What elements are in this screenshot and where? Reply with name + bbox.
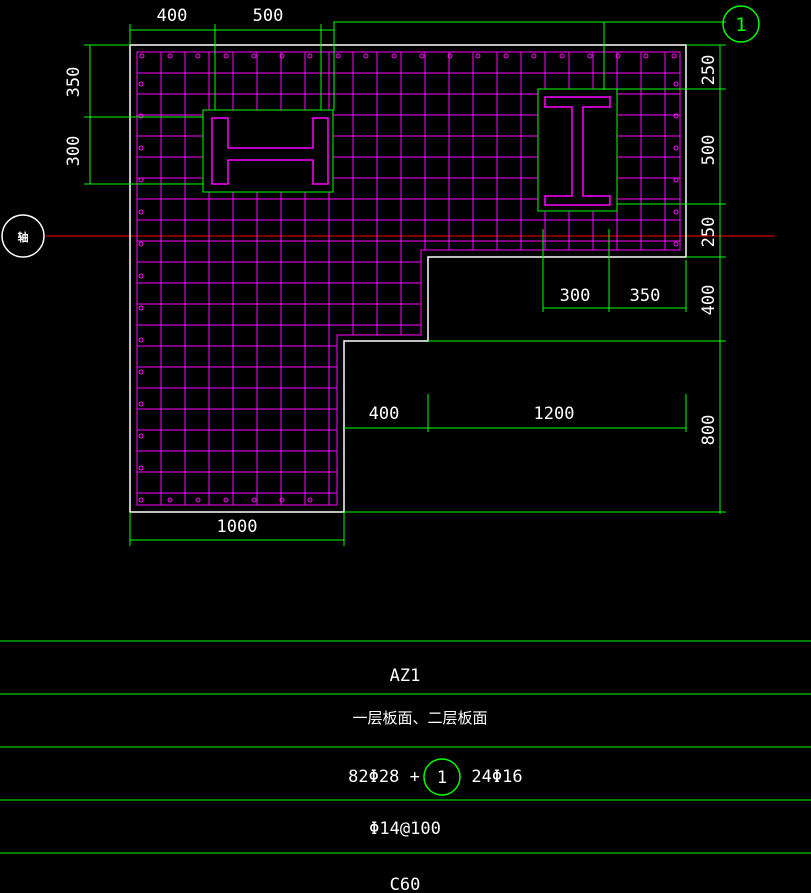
rebar-bar <box>559 53 565 59</box>
rebar-bar <box>138 113 144 119</box>
rebar-bar <box>391 53 397 59</box>
rebar-bar <box>138 145 144 151</box>
rebar-bar <box>475 53 481 59</box>
table-elevation: 一层板面、二层板面 <box>352 709 487 727</box>
rebar-bar <box>138 305 144 311</box>
rebar-bar <box>307 53 313 59</box>
rebar-bar <box>673 113 679 119</box>
rebar-bar <box>138 81 144 87</box>
rebar-bar <box>643 53 649 59</box>
table-longitudinal-extra: 24Φ16 <box>471 767 522 787</box>
rebar-bar <box>615 53 621 59</box>
dim-top-left-1: 400 <box>157 6 188 26</box>
rebar-bar <box>195 53 201 59</box>
dim-mid-2: 350 <box>630 286 661 306</box>
rebar-bar <box>671 53 677 59</box>
dim-right-2: 500 <box>699 135 719 166</box>
steel-box-right <box>537 88 618 212</box>
rebar-bar <box>251 497 257 503</box>
rebar-bar <box>363 53 369 59</box>
dim-right-1: 250 <box>699 55 719 86</box>
i-steel-shape-right <box>544 96 611 206</box>
stirrup-cage-outline <box>136 51 681 506</box>
schedule-table <box>0 640 811 854</box>
rebar-bar <box>138 497 144 503</box>
rebar-bar <box>138 177 144 183</box>
dim-left-1: 350 <box>64 67 84 98</box>
table-stirrups: Φ14@100 <box>369 819 441 839</box>
table-column-name: AZ1 <box>390 666 421 686</box>
dim-bottom: 1000 <box>217 517 258 537</box>
rebar-bar <box>307 497 313 503</box>
callout-number: 1 <box>735 14 746 36</box>
axis-label: 轴 <box>18 230 29 244</box>
dim-mid-1: 300 <box>560 286 591 306</box>
rebar-bar <box>673 81 679 87</box>
rebar-bar <box>223 497 229 503</box>
steel-i-section-right <box>537 88 618 212</box>
table-concrete: C60 <box>390 875 421 893</box>
table-callout-circle <box>423 758 461 796</box>
rebar-bar <box>447 53 453 59</box>
dim-lower-1: 400 <box>369 404 400 424</box>
rebar-bar <box>138 209 144 215</box>
rebar-bar <box>503 53 509 59</box>
rebar-bar <box>138 337 144 343</box>
rebar-bar <box>223 53 229 59</box>
rebar-bar <box>138 273 144 279</box>
dim-lower-2: 1200 <box>534 404 575 424</box>
rebar-bar <box>195 497 201 503</box>
rebar-bar <box>138 433 144 439</box>
steel-h-section-left <box>202 109 334 193</box>
rebar-bar <box>673 177 679 183</box>
table-callout-number: 1 <box>437 768 447 788</box>
dim-left-2: 300 <box>64 136 84 167</box>
rebar-bar <box>251 53 257 59</box>
dim-right-4: 400 <box>699 285 719 316</box>
callout-circle <box>722 5 760 43</box>
axis-circle <box>1 214 45 258</box>
rebar-bar <box>138 369 144 375</box>
rebar-bar <box>419 53 425 59</box>
rebar-bar <box>139 53 145 59</box>
dim-top-left-2: 500 <box>253 6 284 26</box>
rebar-bar <box>167 497 173 503</box>
rebar-bar <box>138 241 144 247</box>
rebar-bar <box>138 401 144 407</box>
dim-right-3: 250 <box>699 217 719 248</box>
table-longitudinal-main: 82Φ28 + <box>348 767 420 787</box>
rebar-bar <box>279 497 285 503</box>
rebar-bar <box>167 53 173 59</box>
rebar-bar <box>587 53 593 59</box>
rebar-bar <box>335 53 341 59</box>
rebar-bar <box>673 209 679 215</box>
rebar-bar <box>673 241 679 247</box>
rebar-bar <box>673 145 679 151</box>
rebar-bar <box>279 53 285 59</box>
h-steel-shape-left <box>211 117 329 185</box>
rebar-bar <box>531 53 537 59</box>
dimension-lines <box>84 21 726 546</box>
rebar-bar <box>138 465 144 471</box>
steel-box-left <box>202 109 334 193</box>
dim-right-5: 800 <box>699 415 719 446</box>
